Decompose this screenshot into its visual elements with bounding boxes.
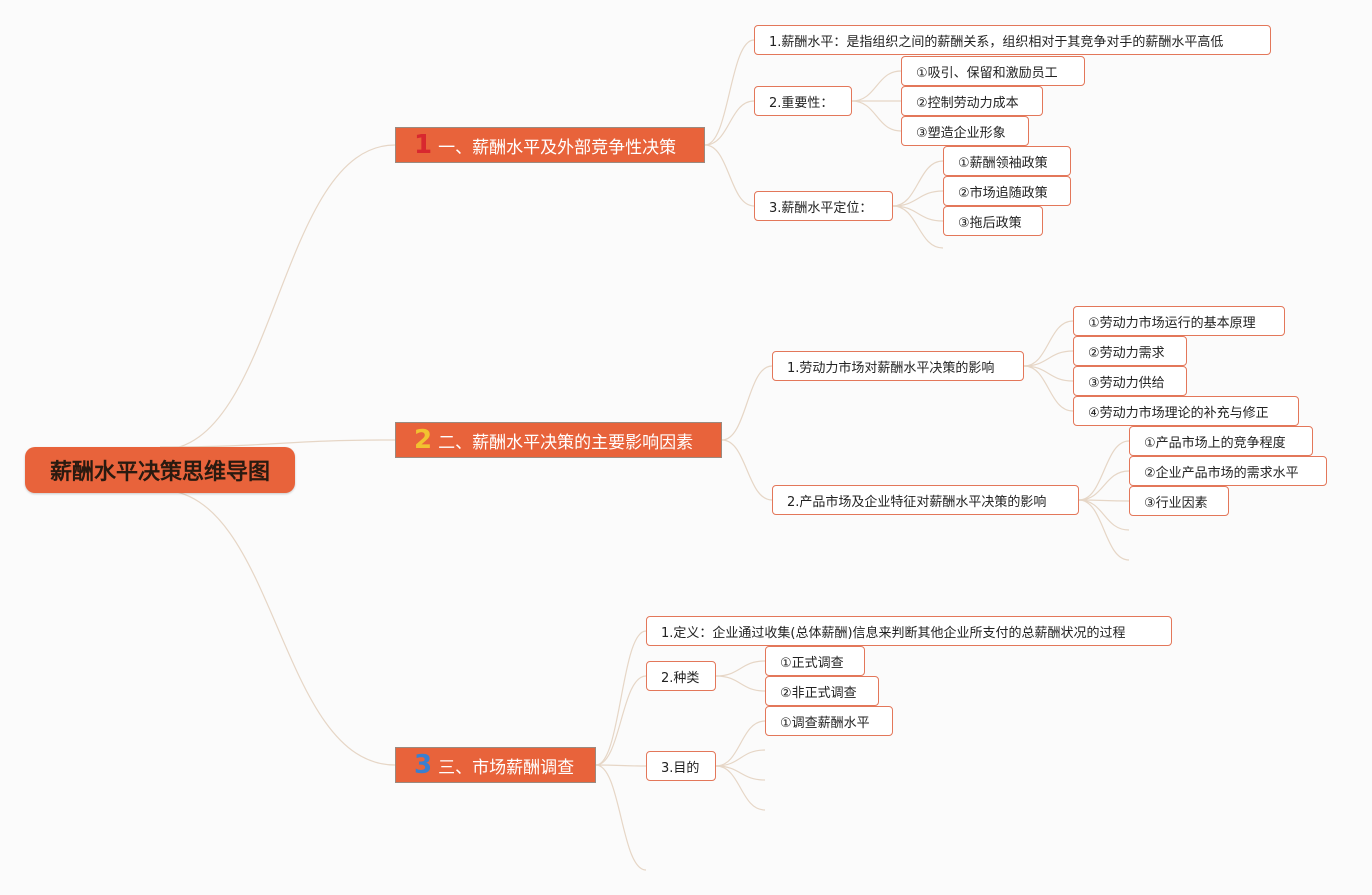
root-topic-label: 薪酬水平决策思维导图 [49, 460, 270, 485]
connector-line [715, 660, 766, 677]
subtopic-label: 3.目的 [661, 760, 700, 776]
connector-line [1023, 320, 1074, 367]
number-one-icon: 1 [414, 130, 433, 160]
leaf-importance-1[interactable]: ①吸引、保留和激励员工 [901, 56, 1085, 86]
leaf-importance-2[interactable]: ②控制劳动力成本 [901, 86, 1043, 116]
leaf-positioning-1[interactable]: ①薪酬领袖政策 [943, 146, 1071, 176]
connector-line [715, 765, 766, 811]
subtopic-survey-purpose[interactable]: 3.目的 [646, 751, 716, 781]
root-topic[interactable]: 薪酬水平决策思维导图 [25, 447, 295, 493]
connector-line [1078, 470, 1130, 501]
number-two-icon: 2 [414, 425, 433, 455]
connector-line [892, 205, 944, 249]
branch-2[interactable]: 2 二、薪酬水平决策的主要影响因素 [395, 422, 722, 458]
leaf-label: ②控制劳动力成本 [916, 95, 1019, 111]
subtopic-labor-market[interactable]: 1.劳动力市场对薪酬水平决策的影响 [772, 351, 1024, 381]
connector-line [595, 675, 647, 766]
connector-line [704, 100, 755, 146]
subtopic-label: 1.薪酬水平：是指组织之间的薪酬关系，组织相对于其竞争对手的薪酬水平高低 [769, 34, 1224, 50]
leaf-label: ②劳动力需求 [1088, 345, 1165, 361]
connector-line [1023, 350, 1074, 367]
leaf-label: ①薪酬领袖政策 [958, 155, 1048, 171]
connector-line [159, 489, 396, 766]
branch-2-label: 二、薪酬水平决策的主要影响因素 [438, 432, 694, 453]
subtopic-label: 2.种类 [661, 670, 700, 686]
leaf-label: ②企业产品市场的需求水平 [1144, 465, 1299, 481]
connector-line [1023, 365, 1074, 382]
connector-line [721, 365, 773, 441]
leaf-label: ①产品市场上的竞争程度 [1144, 435, 1286, 451]
leaf-product-3[interactable]: ③行业因素 [1129, 486, 1229, 516]
leaf-label: ①吸引、保留和激励员工 [916, 65, 1058, 81]
connector-line [704, 144, 755, 207]
connector-line [892, 190, 944, 207]
branch-1[interactable]: 1 一、薪酬水平及外部竞争性决策 [395, 127, 705, 163]
leaf-label: ③行业因素 [1144, 495, 1208, 511]
subtopic-label: 3.薪酬水平定位： [769, 200, 873, 216]
connector-line [715, 675, 766, 692]
subtopic-label: 1.劳动力市场对薪酬水平决策的影响 [787, 360, 995, 376]
subtopic-label: 2.产品市场及企业特征对薪酬水平决策的影响 [787, 494, 1047, 510]
subtopic-salary-level-definition[interactable]: 1.薪酬水平：是指组织之间的薪酬关系，组织相对于其竞争对手的薪酬水平高低 [754, 25, 1271, 55]
connector-line [892, 205, 944, 222]
leaf-labor-1[interactable]: ①劳动力市场运行的基本原理 [1073, 306, 1285, 336]
leaf-label: ②非正式调查 [780, 685, 857, 701]
connector-line [721, 439, 773, 501]
leaf-labor-4[interactable]: ④劳动力市场理论的补充与修正 [1073, 396, 1299, 426]
subtopic-label: 2.重要性： [769, 95, 834, 111]
subtopic-survey-definition[interactable]: 1.定义：企业通过收集(总体薪酬)信息来判断其他企业所支付的总薪酬状况的过程 [646, 616, 1172, 646]
subtopic-label: 1.定义：企业通过收集(总体薪酬)信息来判断其他企业所支付的总薪酬状况的过程 [661, 625, 1126, 641]
connector-line [595, 764, 647, 767]
branch-1-label: 一、薪酬水平及外部竞争性决策 [438, 137, 677, 158]
connector-line [1078, 499, 1130, 561]
leaf-product-1[interactable]: ①产品市场上的竞争程度 [1129, 426, 1313, 456]
connector-line [595, 764, 647, 871]
subtopic-product-market[interactable]: 2.产品市场及企业特征对薪酬水平决策的影响 [772, 485, 1079, 515]
connector-line [159, 439, 396, 448]
leaf-label: ①调查薪酬水平 [780, 715, 870, 731]
connector-line [851, 70, 902, 102]
leaf-label: ①劳动力市场运行的基本原理 [1088, 315, 1256, 331]
connector-line [892, 160, 944, 207]
connector-line [851, 100, 902, 132]
connector-line [1078, 440, 1130, 501]
leaf-positioning-3[interactable]: ③拖后政策 [943, 206, 1043, 236]
leaf-label: ③劳动力供给 [1088, 375, 1165, 391]
connector-line [715, 749, 766, 767]
leaf-survey-purpose-1[interactable]: ①调查薪酬水平 [765, 706, 893, 736]
leaf-label: ①正式调查 [780, 655, 844, 671]
subtopic-survey-types[interactable]: 2.种类 [646, 661, 716, 691]
branch-3-label: 三、市场薪酬调查 [438, 757, 575, 778]
leaf-label: ③塑造企业形象 [916, 125, 1006, 141]
connector-line [159, 144, 396, 451]
number-three-icon: 3 [414, 750, 433, 780]
leaf-importance-3[interactable]: ③塑造企业形象 [901, 116, 1029, 146]
leaf-survey-type-2[interactable]: ②非正式调查 [765, 676, 879, 706]
leaf-labor-3[interactable]: ③劳动力供给 [1073, 366, 1187, 396]
leaf-labor-2[interactable]: ②劳动力需求 [1073, 336, 1187, 366]
leaf-label: ③拖后政策 [958, 215, 1022, 231]
connector-line [704, 39, 755, 146]
leaf-label: ②市场追随政策 [958, 185, 1048, 201]
leaf-label: ④劳动力市场理论的补充与修正 [1088, 405, 1269, 421]
connector-line [715, 720, 766, 767]
subtopic-positioning[interactable]: 3.薪酬水平定位： [754, 191, 893, 221]
branch-3[interactable]: 3 三、市场薪酬调查 [395, 747, 596, 783]
subtopic-importance[interactable]: 2.重要性： [754, 86, 852, 116]
connector-line [1023, 365, 1074, 412]
leaf-survey-type-1[interactable]: ①正式调查 [765, 646, 865, 676]
leaf-positioning-2[interactable]: ②市场追随政策 [943, 176, 1071, 206]
connector-line [1078, 499, 1130, 531]
connector-line [595, 630, 647, 766]
leaf-product-2[interactable]: ②企业产品市场的需求水平 [1129, 456, 1327, 486]
